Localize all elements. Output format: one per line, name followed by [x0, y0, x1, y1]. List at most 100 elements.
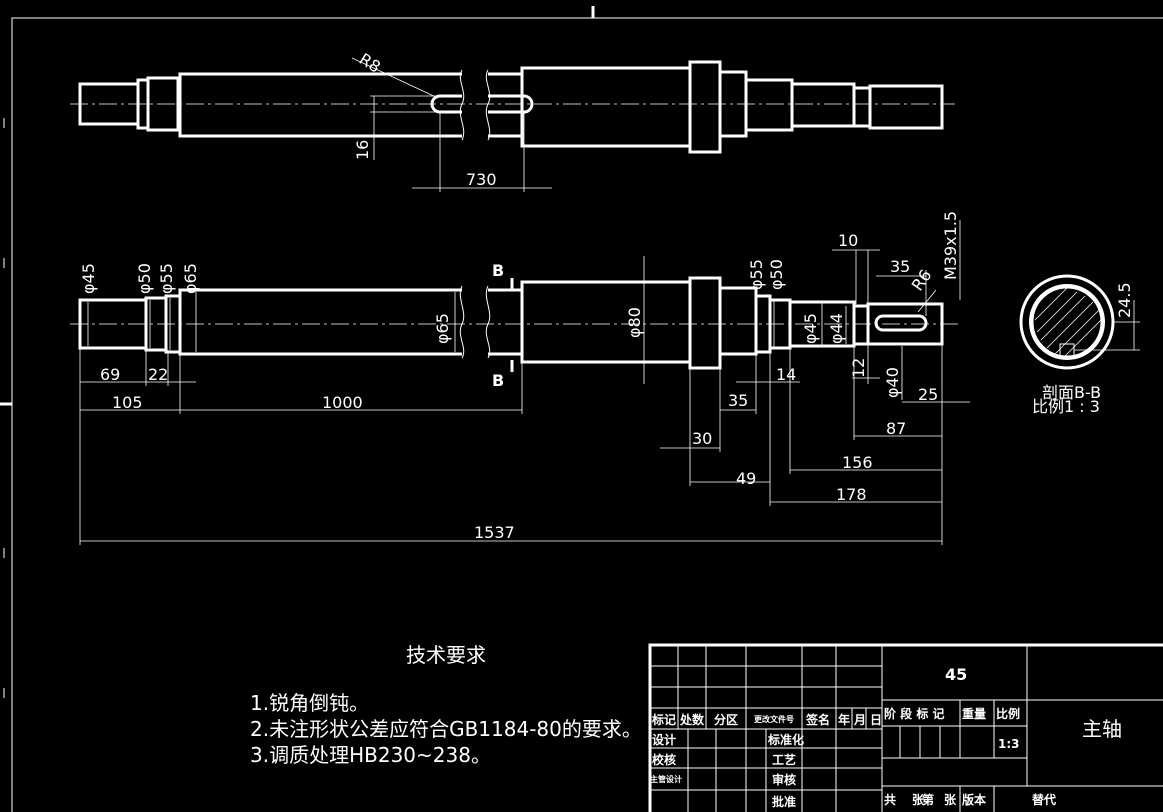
- radius-leader: [917, 289, 937, 313]
- section-mark-bottom: B: [492, 371, 504, 390]
- tb-grid: [650, 645, 882, 812]
- dim-10: 10: [838, 231, 858, 250]
- tb-bottom: 第: [922, 792, 934, 807]
- tb-bottom: 替代: [1032, 792, 1056, 807]
- dia-label: φ55: [747, 259, 766, 290]
- technical-notes: 技术要求 1.锐角倒钝。 2.未注形状公差应符合GB1184-80的要求。 3.…: [250, 643, 642, 767]
- tb-header: 日: [870, 713, 882, 727]
- shaft-segment: [178, 288, 462, 356]
- break-line: [485, 285, 491, 359]
- title-block-frame: [648, 643, 1163, 812]
- title-block: 45 主轴 1:3 标记 处数 分区 更改文件号 签名 年 月 日 设计 校核 …: [648, 643, 1163, 812]
- tb-meta: 阶 段 标 记: [884, 706, 945, 721]
- tb-header: 处数: [679, 712, 705, 727]
- shaft-segment: [178, 72, 462, 138]
- tb-role: 设计: [652, 732, 676, 747]
- keyway-right: [488, 94, 534, 114]
- scale-value: 1:3: [998, 737, 1020, 751]
- shaft-collar: [688, 276, 722, 370]
- dim-105: 105: [112, 393, 143, 412]
- section-inner-circle: [1032, 287, 1102, 357]
- shaft-segment: [790, 82, 856, 128]
- section-depth-label: 24.5: [1115, 282, 1134, 318]
- dia-label: φ44: [827, 313, 846, 344]
- tb-stage: 批准: [772, 794, 796, 809]
- dim-69: 69: [100, 365, 120, 384]
- dim-12: 12: [849, 358, 868, 378]
- shaft-collar: [688, 60, 722, 154]
- dim-178: 178: [836, 485, 867, 504]
- dia-label: φ45: [801, 313, 820, 344]
- top-view: R8 16 730: [70, 49, 955, 192]
- shaft-segment: [146, 76, 180, 132]
- dim-35-top: 35: [890, 257, 910, 276]
- tb-header: 更改文件号: [754, 714, 794, 724]
- tb-bottom: 张: [944, 792, 957, 807]
- dim-156: 156: [842, 453, 873, 472]
- tb-header: 签名: [805, 712, 830, 727]
- dia-label: φ80: [625, 307, 644, 338]
- radius-label-main: R6: [908, 266, 936, 294]
- shaft-segment: [520, 280, 692, 364]
- section-view: 24.5 剖面B-B 比例1 : 3: [1019, 274, 1140, 416]
- tb-header: 年: [838, 712, 850, 727]
- dim-22: 22: [148, 365, 168, 384]
- note-item: 2.未注形状公差应符合GB1184-80的要求。: [250, 717, 642, 741]
- dim-1537: 1537: [474, 523, 515, 542]
- tb-stage: 工艺: [772, 752, 796, 767]
- dia-label: φ45: [79, 263, 98, 294]
- dia-label: φ55: [157, 263, 176, 294]
- material-value: 45: [945, 665, 967, 684]
- shaft-segment: [520, 66, 692, 148]
- shaft-segment: [866, 302, 944, 346]
- thread-label: M39x1.5: [941, 211, 960, 280]
- keyway-slot: [874, 314, 928, 332]
- dia-label: φ50: [135, 263, 154, 294]
- tb-header: 分区: [714, 712, 738, 727]
- tb-role: 校核: [652, 752, 676, 767]
- tb-stage: 标准化: [767, 732, 804, 747]
- dia-label: φ65: [181, 263, 200, 294]
- note-item: 3.调质处理HB230~238。: [250, 743, 491, 767]
- tb-header: 月: [853, 713, 866, 727]
- shaft-segment: [718, 286, 758, 356]
- tb-bottom: 张: [912, 792, 925, 807]
- note-item: 1.锐角倒钝。: [250, 691, 369, 715]
- keyway-width-label: 16: [353, 140, 372, 160]
- section-scale: 比例1 : 3: [1032, 397, 1100, 416]
- section-hatching: [1034, 287, 1102, 357]
- dim-1000: 1000: [322, 393, 363, 412]
- shaft-segment: [744, 78, 794, 132]
- notes-title: 技术要求: [406, 643, 486, 667]
- tb-header: 标记: [651, 712, 676, 727]
- dim-25: 25: [918, 385, 938, 404]
- keyway-length-label: 730: [466, 170, 497, 189]
- tb-meta: 比例: [996, 706, 1020, 721]
- section-mark-top: B: [492, 261, 504, 280]
- dim-30: 30: [692, 429, 712, 448]
- tb-stage: 审核: [772, 772, 796, 787]
- tb-bottom: 版本: [962, 792, 986, 807]
- tb-bottom: 共: [884, 792, 896, 807]
- break-line: [459, 285, 465, 359]
- dia-label: φ65: [433, 313, 452, 344]
- shaft-segment: [868, 84, 944, 130]
- tb-role: 主管设计: [650, 774, 682, 784]
- dim-87: 87: [886, 419, 906, 438]
- dia-label: φ40: [883, 367, 902, 398]
- part-name: 主轴: [1082, 717, 1122, 741]
- tb-meta: 重量: [962, 706, 986, 721]
- dim-49: 49: [736, 469, 756, 488]
- radius-leader: [351, 57, 439, 99]
- break-line: [459, 69, 465, 141]
- shaft-segment: [852, 86, 872, 128]
- break-line: [485, 69, 491, 141]
- shaft-segment: [852, 304, 870, 346]
- main-view: φ45 φ50 φ55 φ65 φ65 φ80 B B φ55 φ50 φ45 …: [70, 211, 970, 545]
- dia-label: φ50: [767, 259, 786, 290]
- section-title: 剖面B-B: [1042, 383, 1101, 402]
- dim-35: 35: [728, 391, 748, 410]
- dim-14: 14: [776, 365, 796, 384]
